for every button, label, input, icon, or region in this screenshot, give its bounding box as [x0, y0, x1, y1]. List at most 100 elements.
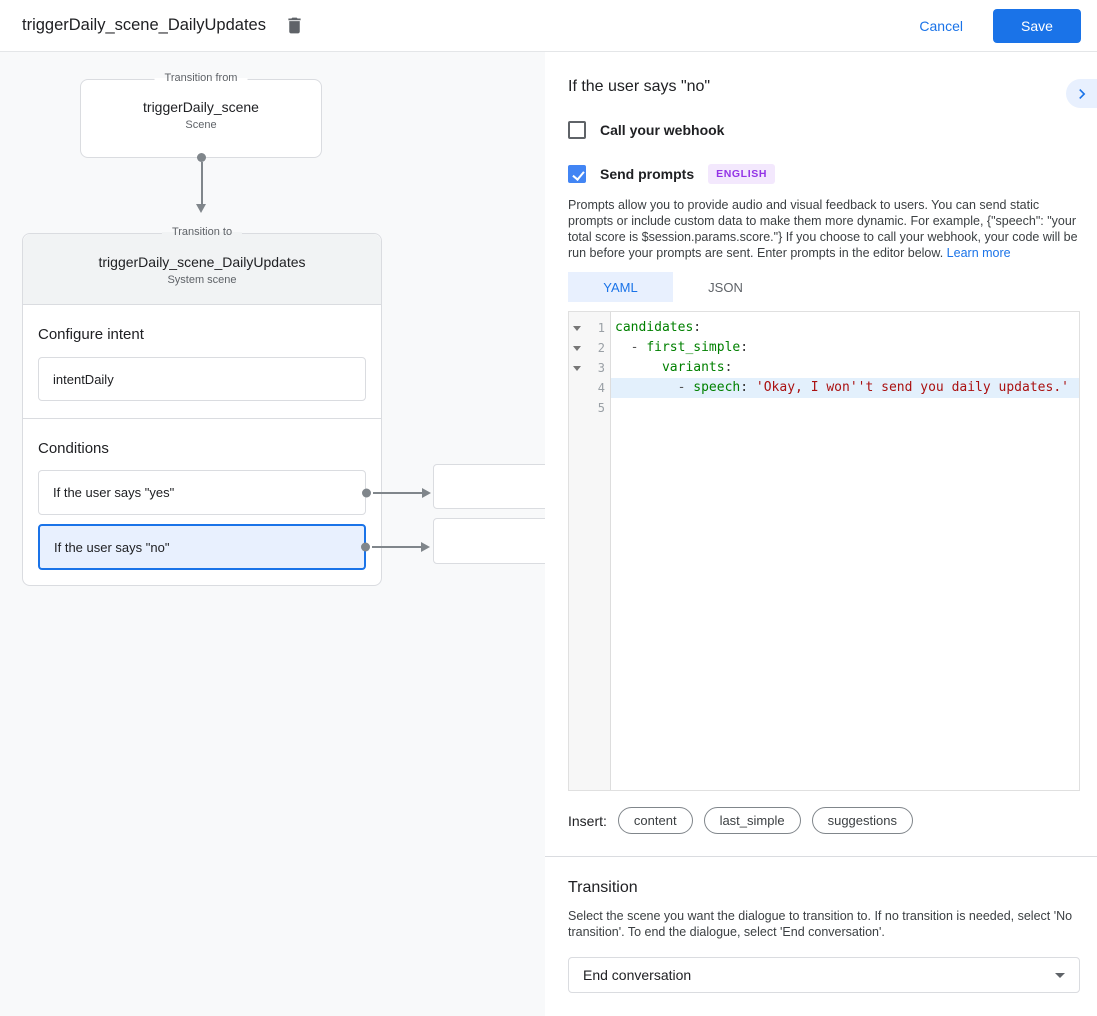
code-line: variants: — [611, 358, 1079, 378]
insert-chip-content[interactable]: content — [617, 807, 693, 834]
tab-yaml[interactable]: YAML — [568, 272, 673, 302]
code-token: candidates — [615, 320, 694, 335]
intent-item[interactable]: intentDaily — [38, 357, 366, 401]
yaml-code-editor: 1 2 3 4 5 candidates: - first_simple: varian… — [568, 311, 1080, 791]
code-token: - — [677, 380, 694, 395]
code-token: first_simple — [646, 340, 741, 355]
webhook-checkbox[interactable] — [568, 121, 586, 139]
fold-cell — [569, 325, 584, 331]
save-button[interactable]: Save — [993, 8, 1081, 43]
code-token — [615, 340, 631, 355]
condition-label: If the user says "no" — [54, 539, 170, 555]
configure-intent-label: Configure intent — [38, 326, 144, 343]
line-number: 4 — [597, 381, 605, 395]
scene-card-header[interactable]: triggerDaily_scene_DailyUpdates System s… — [23, 234, 381, 305]
transition-from-legend: Transition from — [154, 72, 248, 84]
connector-dot — [362, 488, 371, 497]
send-prompts-label: Send prompts — [600, 166, 695, 182]
fold-cell — [569, 365, 584, 371]
panel-title: If the user says "no" — [568, 78, 711, 95]
conditions-list: If the user says "yes" If the user says "… — [38, 470, 431, 570]
line-number: 3 — [597, 361, 605, 375]
from-scene-name: triggerDaily_scene — [143, 99, 259, 115]
gutter-line: 2 — [569, 338, 610, 358]
condition-item[interactable]: If the user says "yes" — [38, 470, 431, 515]
code-token: : — [693, 320, 702, 335]
learn-more-link[interactable]: Learn more — [946, 246, 1011, 260]
workspace: Transition from triggerDaily_scene Scene… — [0, 52, 1097, 1016]
line-number: 2 — [597, 341, 605, 355]
connector-dot — [361, 542, 370, 552]
code-token: : — [740, 380, 756, 395]
condition-label: If the user says "yes" — [53, 485, 175, 500]
connector-line — [200, 162, 203, 205]
transition-description: Select the scene you want the dialogue t… — [568, 909, 1073, 939]
code-token: variants — [661, 360, 725, 375]
condition-editor-panel: If the user says "no" Call your webhook … — [545, 52, 1097, 1016]
transition-from-box[interactable]: Transition from triggerDaily_scene Scene — [80, 72, 322, 158]
code-token: speech — [693, 380, 741, 395]
code-token: : — [724, 360, 733, 375]
transition-to-legend: Transition to — [161, 226, 243, 238]
scene-card-body: Configure intent intentDaily Conditions … — [23, 326, 431, 570]
from-scene-type: Scene — [185, 119, 217, 131]
condition-item[interactable]: If the user says "no" — [38, 524, 430, 570]
editor-format-tabs: YAML JSON — [568, 272, 1080, 302]
connector-arrowhead-icon — [421, 542, 430, 552]
gutter-line: 5 — [569, 398, 610, 418]
transition-select[interactable]: End conversation — [568, 957, 1080, 993]
code-token: 'Okay, I won''t send you daily updates.' — [755, 380, 1069, 395]
collapse-panel-button[interactable] — [1066, 79, 1097, 108]
code-line: candidates: — [611, 318, 1079, 338]
fold-arrow-icon[interactable] — [572, 325, 581, 331]
language-badge: ENGLISH — [708, 164, 775, 184]
fold-arrow-icon[interactable] — [572, 345, 581, 351]
insert-label: Insert: — [568, 812, 607, 829]
insert-chips: content last_simple suggestions — [607, 807, 913, 834]
connector-dot — [197, 153, 206, 162]
gutter-line: 1 — [569, 318, 610, 338]
tab-json[interactable]: JSON — [708, 279, 743, 295]
panel-divider — [545, 856, 1097, 857]
cancel-button[interactable]: Cancel — [919, 17, 963, 34]
code-token — [615, 360, 662, 375]
send-prompts-row: Send prompts ENGLISH — [568, 164, 1080, 184]
send-prompts-checkbox[interactable] — [568, 165, 586, 183]
code-line — [611, 398, 1079, 418]
editor-gutter: 1 2 3 4 5 — [569, 312, 611, 790]
gutter-line: 4 — [569, 378, 610, 398]
page-title: triggerDaily_scene_DailyUpdates — [22, 16, 266, 34]
intent-name: intentDaily — [53, 371, 114, 387]
insert-chip-suggestions[interactable]: suggestions — [811, 807, 913, 834]
webhook-row: Call your webhook — [568, 121, 1080, 139]
fold-cell — [569, 345, 584, 351]
connector-line — [372, 546, 422, 548]
prompts-description: Prompts allow you to provide audio and v… — [568, 197, 1080, 261]
transition-to-card: Transition to triggerDaily_scene_DailyUp… — [22, 226, 431, 586]
gutter-line: 3 — [569, 358, 610, 378]
line-number: 1 — [597, 321, 605, 335]
code-token: - — [630, 340, 647, 355]
code-token: : — [740, 340, 749, 355]
connector-arrowhead-icon — [422, 487, 431, 498]
trash-icon — [288, 17, 301, 34]
card-divider — [23, 418, 381, 419]
delete-button[interactable] — [284, 15, 305, 36]
insert-row: Insert: content last_simple suggestions — [568, 807, 1080, 834]
line-number: 5 — [597, 401, 605, 415]
prompts-description-text: Prompts allow you to provide audio and v… — [568, 198, 1078, 260]
code-line: - speech: 'Okay, I won''t send you daily… — [611, 378, 1079, 398]
to-scene-name: triggerDaily_scene_DailyUpdates — [98, 254, 306, 270]
code-line: - first_simple: — [611, 338, 1079, 358]
dropdown-caret-icon — [1055, 972, 1065, 978]
connector-line — [373, 491, 423, 494]
transition-select-value: End conversation — [583, 967, 692, 983]
insert-chip-last_simple[interactable]: last_simple — [703, 807, 801, 834]
code-token — [615, 380, 678, 395]
connector-arrowhead-icon — [196, 204, 206, 213]
to-scene-type: System scene — [167, 274, 237, 286]
fold-arrow-icon[interactable] — [572, 365, 581, 371]
chevron-right-icon — [1078, 88, 1085, 99]
transition-section-title: Transition — [568, 879, 638, 896]
editor-code-area[interactable]: candidates: - first_simple: variants: - … — [611, 312, 1079, 790]
